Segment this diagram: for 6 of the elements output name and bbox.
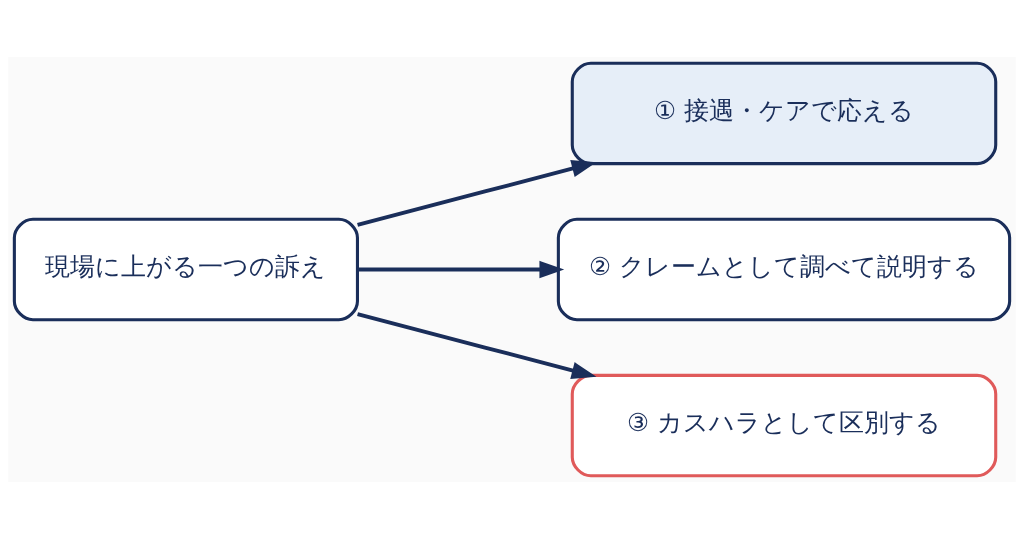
node-box: ② クレームとして調べて説明する [556, 217, 1012, 321]
arrow [357, 311, 597, 379]
node-box: ③ カスハラとして区別する [570, 373, 998, 477]
node-box: ① 接遇・ケアで応える [570, 61, 998, 165]
arrow [357, 260, 565, 278]
node-box: 現場に上がる一つの訴え [12, 217, 359, 321]
